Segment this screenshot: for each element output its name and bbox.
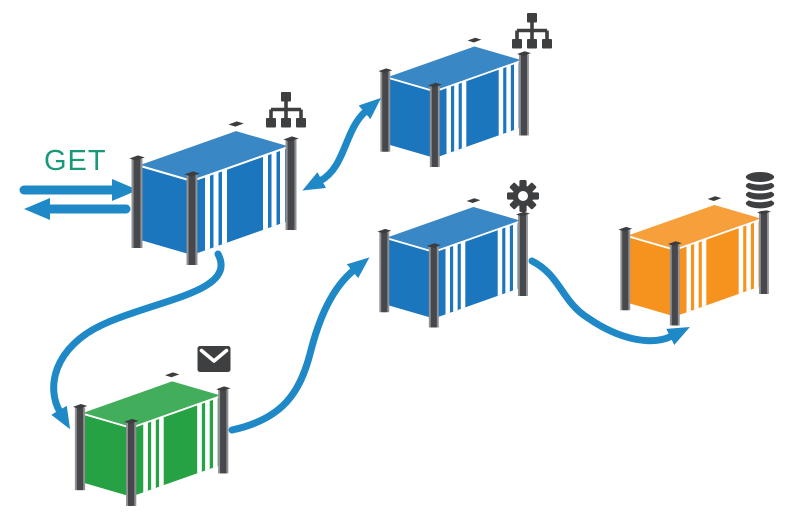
gear-icon — [507, 180, 539, 212]
arrow-blue1-to-green — [50, 250, 225, 430]
arrow-blue3-to-orange — [528, 257, 690, 345]
container-green — [73, 372, 231, 506]
database-icon — [743, 169, 777, 211]
sitemap-icon-1 — [264, 90, 308, 130]
container-orange — [618, 196, 770, 325]
envelope-icon — [195, 344, 233, 374]
sitemap-icon-2 — [510, 11, 554, 51]
arrow-blue1-blue2-bidirectional — [302, 97, 382, 191]
container-blue-3 — [377, 198, 529, 327]
container-blue-2 — [378, 38, 530, 167]
arrow-green-to-blue3 — [228, 257, 370, 434]
get-label: GET — [44, 145, 107, 177]
container-blue-1 — [129, 121, 298, 265]
